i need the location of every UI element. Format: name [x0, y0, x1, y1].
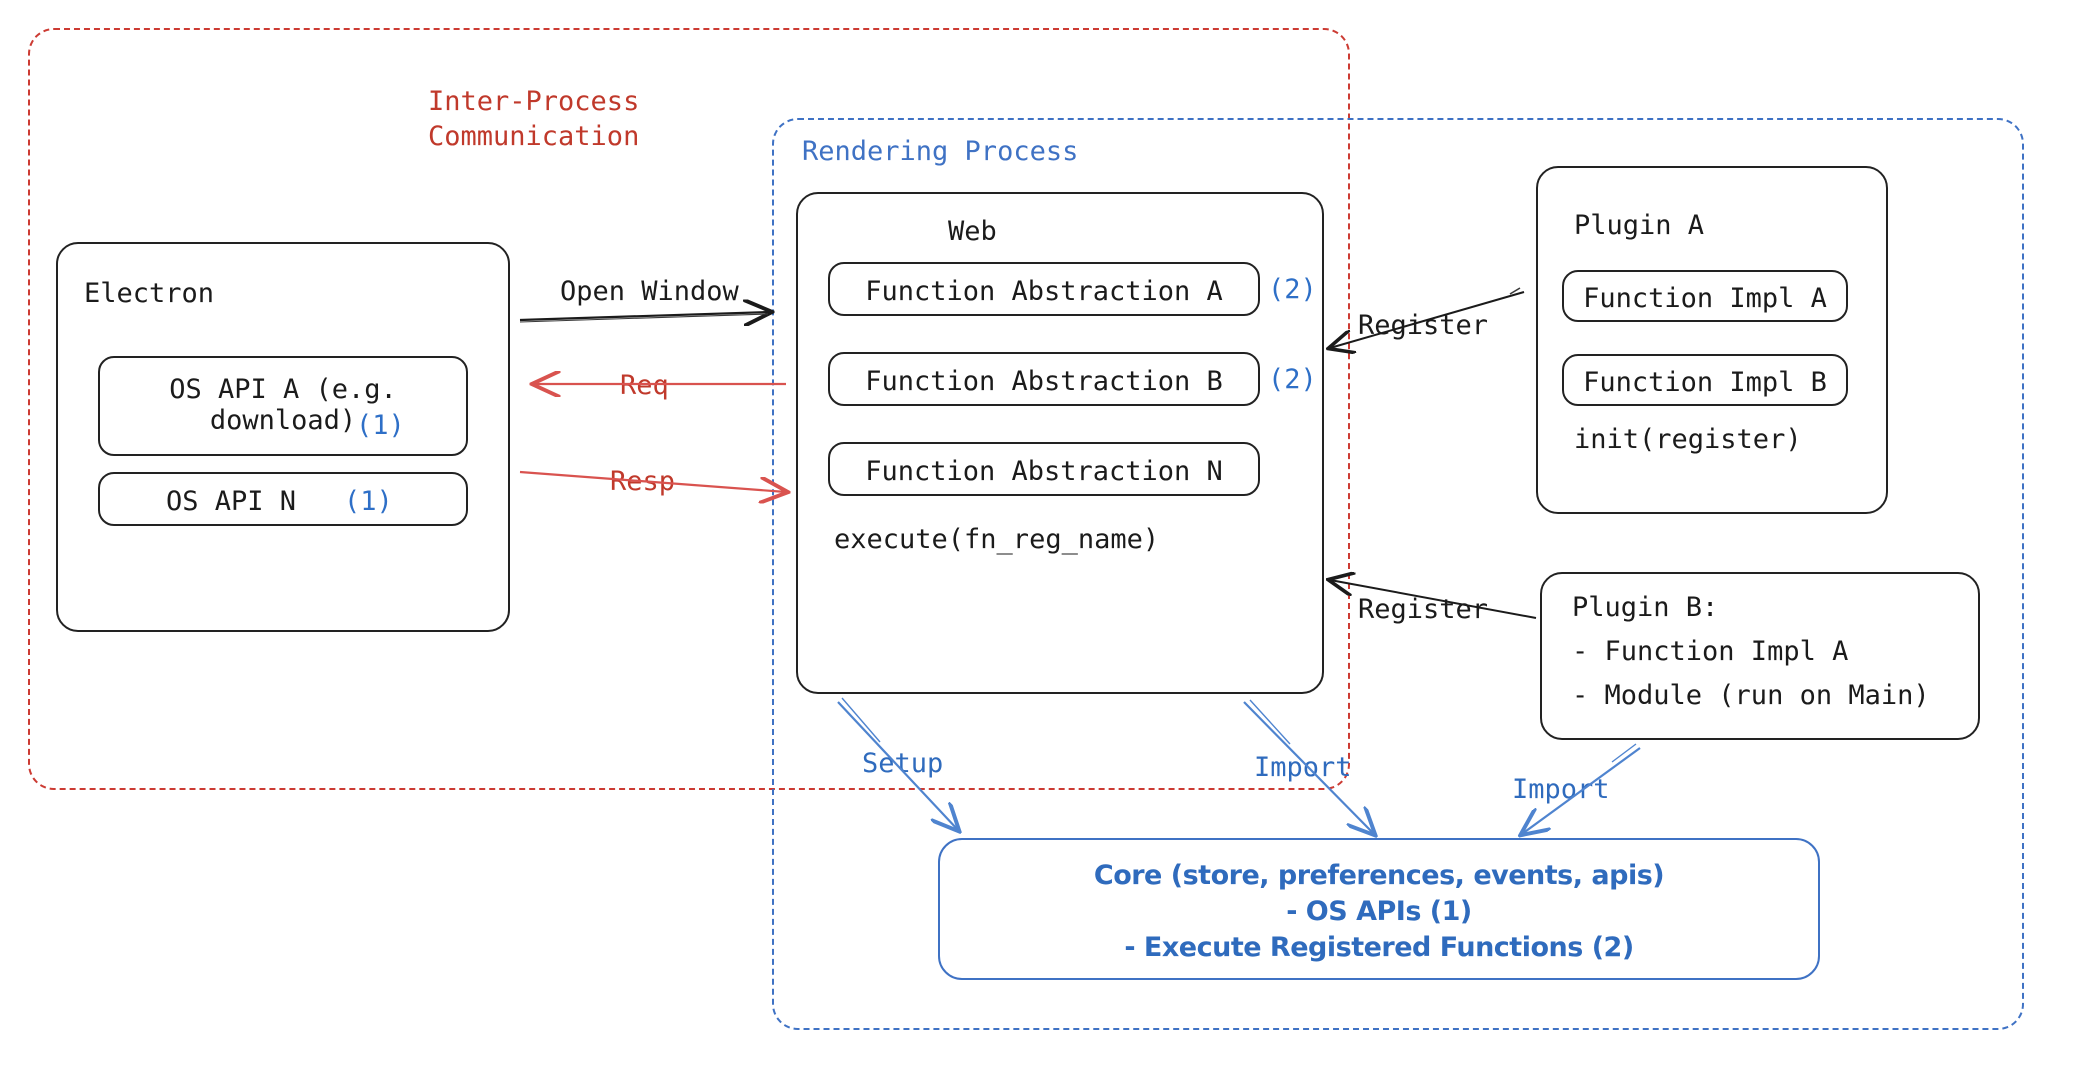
plugin-a-box: Plugin A Function Impl A Function Impl B… — [1536, 166, 1888, 514]
function-abstraction-b-marker: (2) — [1268, 364, 1317, 395]
plugin-a-title: Plugin A — [1574, 210, 1705, 241]
os-api-a-marker: (1) — [356, 410, 405, 441]
plugin-a-init-label: init(register) — [1574, 424, 1802, 455]
zone-ipc-label-line1: Inter-Process — [428, 86, 640, 117]
core-box: Core (store, preferences, events, apis) … — [938, 838, 1820, 980]
function-abstraction-b-box: Function Abstraction B — [828, 352, 1260, 406]
function-abstraction-a-marker: (2) — [1268, 274, 1317, 305]
os-api-n-marker: (1) — [344, 486, 393, 517]
os-api-a-box: OS API A (e.g. download) (1) — [98, 356, 468, 456]
zone-rendering-process — [772, 118, 2024, 1030]
electron-title: Electron — [84, 278, 215, 309]
function-abstraction-a-label: Function Abstraction A — [865, 276, 1223, 307]
edge-label-import-web: Import — [1254, 752, 1352, 783]
web-box: Web Function Abstraction A (2) Function … — [796, 192, 1324, 694]
plugin-a-impl-b-label: Function Impl B — [1583, 367, 1827, 398]
os-api-a-label: OS API A (e.g. download) — [169, 374, 397, 436]
edge-label-setup: Setup — [862, 748, 944, 779]
function-abstraction-b-label: Function Abstraction B — [865, 366, 1223, 397]
edge-label-req: Req — [620, 370, 669, 401]
function-abstraction-a-box: Function Abstraction A — [828, 262, 1260, 316]
plugin-a-impl-a-label: Function Impl A — [1583, 283, 1827, 314]
plugin-b-item-1: - Module (run on Main) — [1572, 680, 1930, 711]
plugin-b-box: Plugin B: - Function Impl A - Module (ru… — [1540, 572, 1980, 740]
edge-label-resp: Resp — [610, 466, 676, 497]
function-abstraction-n-box: Function Abstraction N — [828, 442, 1260, 496]
web-title: Web — [948, 216, 997, 247]
plugin-a-impl-b-box: Function Impl B — [1562, 354, 1848, 406]
plugin-b-title: Plugin B: — [1572, 592, 1719, 623]
plugin-b-item-0: - Function Impl A — [1572, 636, 1849, 667]
zone-ipc-label-line2: Communication — [428, 121, 640, 152]
web-execute-label: execute(fn_reg_name) — [834, 524, 1160, 555]
edge-label-import-plugin-b: Import — [1512, 774, 1610, 805]
os-api-n-box: OS API N (1) — [98, 472, 468, 526]
edge-label-register-b: Register — [1358, 594, 1489, 625]
zone-rendering-process-label: Rendering Process — [802, 136, 1079, 167]
plugin-a-impl-a-box: Function Impl A — [1562, 270, 1848, 322]
electron-box: Electron OS API A (e.g. download) (1) OS… — [56, 242, 510, 632]
core-line-1: Core (store, preferences, events, apis) — [1093, 860, 1665, 891]
edge-label-register-a: Register — [1358, 310, 1489, 341]
zone-inter-process-communication — [28, 28, 1350, 790]
function-abstraction-n-label: Function Abstraction N — [865, 456, 1223, 487]
core-line-3: - Execute Registered Functions (2) — [1124, 932, 1634, 963]
os-api-n-label: OS API N — [165, 486, 297, 517]
core-line-2: - OS APIs (1) — [1286, 896, 1472, 927]
edge-label-open-window: Open Window — [560, 276, 739, 307]
